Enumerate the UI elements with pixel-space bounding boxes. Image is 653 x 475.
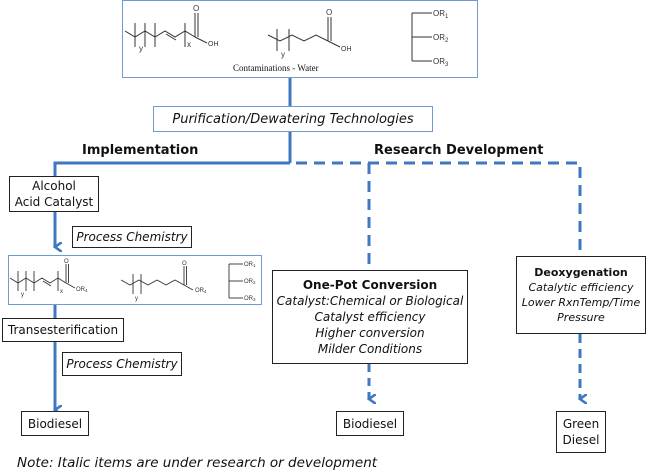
diesel-label: Diesel: [562, 433, 600, 447]
carbonyl-o-label: O: [64, 259, 69, 265]
process-chemistry-box-2: Process Chemistry: [62, 352, 182, 376]
or1-label: OR1: [244, 262, 256, 268]
purification-label: Purification/Dewatering Technologies: [172, 111, 414, 127]
biodiesel-label: Biodiesel: [342, 416, 398, 431]
process-chemistry-label: Process Chemistry: [66, 357, 178, 371]
process-chemistry-label: Process Chemistry: [76, 230, 188, 244]
acid-catalyst-label: Acid Catalyst: [14, 195, 94, 209]
or3-label: OR3: [244, 296, 256, 302]
unsaturated-ester-structure: [9, 264, 76, 291]
ester-structures: y x O OR4 y O OR4 OR1 OR2 OR3: [9, 259, 256, 302]
one-pot-item: Milder Conditions: [317, 342, 423, 356]
alcohol-acid-catalyst-box: Alcohol Acid Catalyst: [9, 176, 99, 212]
feedstock-structures: y x O OH y O OH OR1 OR2 OR3: [124, 4, 449, 68]
or2-label: OR2: [433, 33, 449, 44]
subscript-y: y: [281, 50, 285, 59]
or3-label: OR3: [433, 57, 449, 68]
process-chemistry-box-1: Process Chemistry: [72, 226, 192, 248]
biodiesel-output-box-one-pot: Biodiesel: [336, 411, 404, 436]
footnote: Note: Italic items are under research or…: [17, 455, 378, 471]
implementation-heading: Implementation: [82, 143, 199, 158]
one-pot-item: Higher conversion: [315, 326, 425, 340]
or4-label: OR4: [76, 287, 88, 293]
one-pot-item: Catalyst:Chemical or Biological: [276, 294, 464, 308]
deoxygenation-box: Deoxygenation Catalytic efficiency Lower…: [516, 256, 646, 334]
one-pot-title: One-Pot Conversion: [302, 278, 438, 292]
subscript-x: x: [60, 289, 63, 295]
alcohol-label: Alcohol: [32, 179, 76, 193]
biodiesel-label: Biodiesel: [27, 416, 83, 431]
transesterification-box: Transesterification: [2, 318, 124, 342]
subscript-y: y: [135, 296, 138, 302]
carbonyl-o-label: O: [193, 4, 199, 13]
triglyceride-structure: [228, 263, 243, 299]
unsaturated-fatty-acid-structure: [124, 13, 208, 47]
purification-box: Purification/Dewatering Technologies: [153, 106, 433, 132]
saturated-fatty-acid-structure: [267, 17, 341, 51]
saturated-ester-structure: [120, 266, 194, 294]
one-pot-item: Catalyst efficiency: [314, 310, 426, 324]
subscript-x: x: [187, 40, 191, 49]
deoxygenation-item: Catalytic efficiency: [528, 281, 634, 294]
subscript-y: y: [21, 292, 24, 298]
green-label: Green: [562, 417, 600, 431]
or4-label: OR4: [195, 288, 207, 294]
ester-molecules-box: y x O OR4 y O OR4 OR1 OR2 OR3: [8, 255, 262, 305]
one-pot-conversion-box: One-Pot Conversion Catalyst:Chemical or …: [272, 270, 468, 364]
contaminations-caption: Contaminations - Water: [233, 63, 319, 73]
deoxygenation-item: Pressure: [557, 311, 605, 324]
triglyceride-structure: [411, 12, 432, 62]
green-diesel-output-box: Green Diesel: [556, 411, 606, 453]
connector-research-branch: [296, 161, 582, 256]
transesterification-label: Transesterification: [7, 323, 119, 337]
biodiesel-output-box-implementation: Biodiesel: [21, 411, 89, 436]
hydroxyl-label: OH: [341, 46, 352, 53]
hydroxyl-label: OH: [208, 41, 219, 48]
connector-implementation-branch: [53, 161, 290, 176]
subscript-y: y: [139, 44, 143, 53]
or2-label: OR2: [244, 279, 256, 285]
feedstock-molecules-box: y x O OH y O OH OR1 OR2 OR3 Contaminatio…: [122, 0, 478, 78]
research-development-heading: Research Development: [374, 143, 544, 158]
deoxygenation-title: Deoxygenation: [534, 266, 628, 279]
carbonyl-o-label: O: [182, 261, 187, 267]
carbonyl-o-label: O: [326, 8, 332, 17]
deoxygenation-item: Lower RxnTemp/Time: [521, 296, 641, 309]
or1-label: OR1: [433, 9, 449, 20]
